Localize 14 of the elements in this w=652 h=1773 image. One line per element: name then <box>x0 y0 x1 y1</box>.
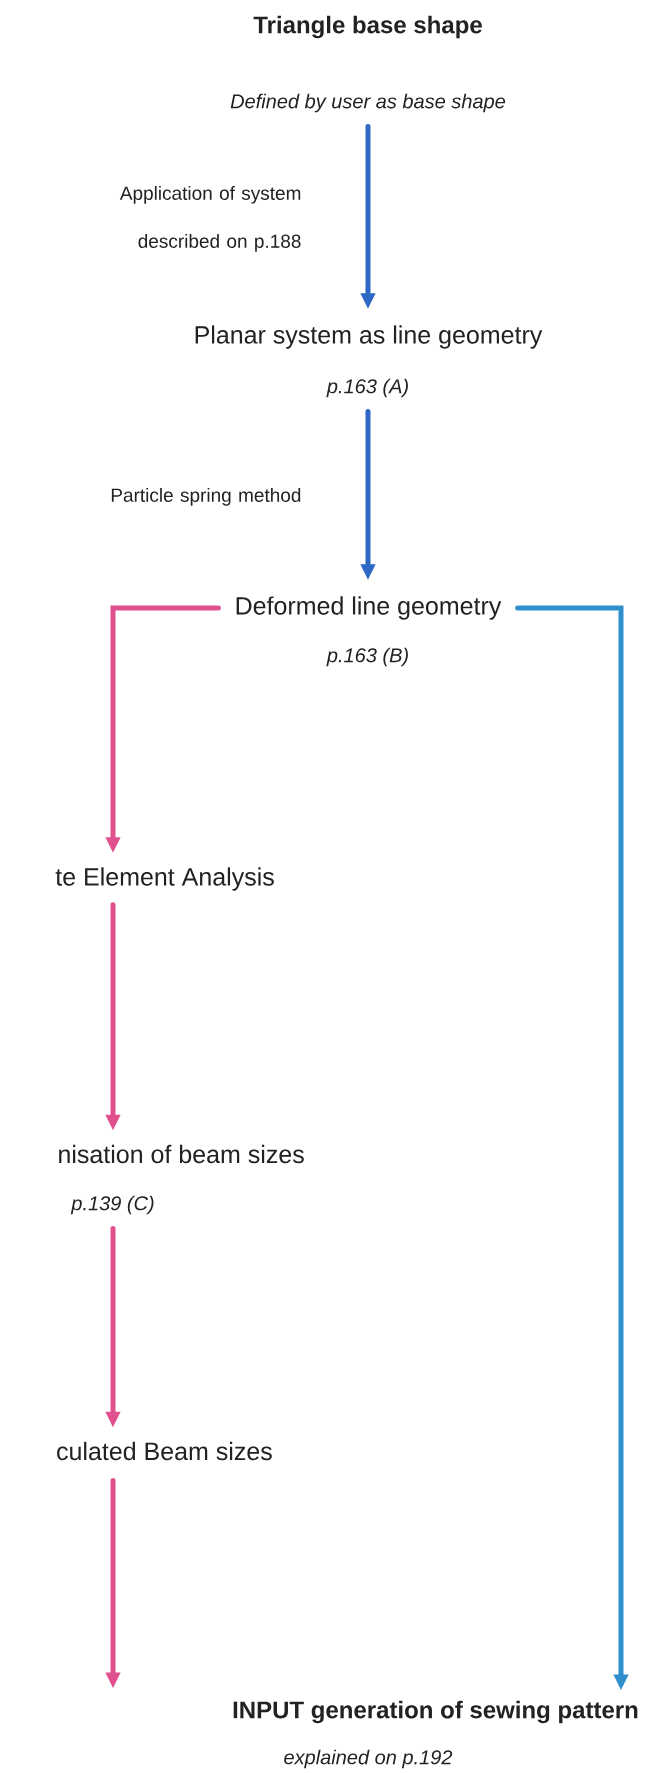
edge-label: Particle spring method <box>111 488 301 506</box>
page-reference: p.163 (A) <box>326 378 408 398</box>
node-label: culated Beam sizes <box>57 1441 272 1461</box>
node-label: Triangle base shape <box>253 15 482 39</box>
node-label: Deformed line geometry <box>236 596 502 620</box>
node-label: nisation of beam sizes <box>59 1144 304 1164</box>
edge-label: Application of system described on p.188 <box>119 186 301 252</box>
node-label: te Element Analysis <box>55 867 274 891</box>
node-label: Planar system as line geometry <box>195 325 543 349</box>
page-reference: p.139 (C) <box>70 1195 154 1215</box>
node-label: INPUT generation of sewing pattern <box>233 1700 638 1724</box>
page-reference: p.163 (B) <box>326 647 408 667</box>
page-reference: Defined by user as base shape <box>230 93 506 113</box>
page-reference: explained on p.192 <box>284 1749 453 1769</box>
